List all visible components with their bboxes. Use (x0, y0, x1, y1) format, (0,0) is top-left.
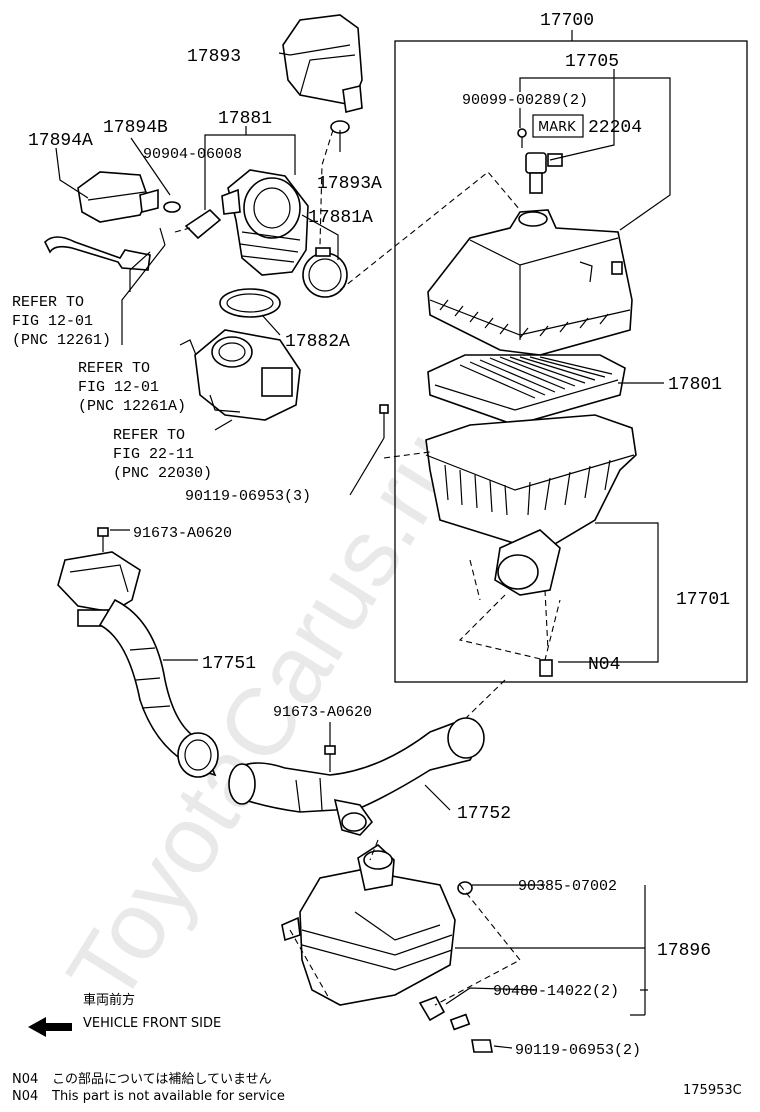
label-90385-07002: 90385-07002 (518, 878, 617, 895)
reference-2-line-1: REFER TO (78, 360, 150, 377)
label-17894A: 17894A (28, 131, 93, 151)
footnote-2-code: N04 (12, 1089, 38, 1104)
front-arrow-icon (28, 1017, 72, 1037)
assembly-group-box (394, 40, 748, 683)
silencer-drawing (282, 14, 363, 134)
label-17896: 17896 (657, 941, 711, 961)
bolt-drawings (97, 404, 389, 772)
air-cleaner-cap-drawing (427, 209, 633, 356)
footnotes: N04 この部品については補給していません N04 This part is n… (12, 1072, 285, 1104)
label-17705: 17705 (565, 52, 619, 72)
footnote-1-code: N04 (12, 1072, 38, 1087)
label-17882A: 17882A (285, 332, 350, 352)
label-17881A: 17881A (308, 208, 373, 228)
label-N04: N04 (588, 655, 620, 675)
label-17801: 17801 (668, 375, 722, 395)
label-90099-00289: 90099-00289(2) (462, 92, 588, 109)
reference-3-line-3: (PNC 22030) (113, 465, 212, 482)
air-resonator-drawing (281, 843, 493, 1053)
inlet-duct-drawing (57, 551, 219, 778)
reference-3-line-2: FIG 22-11 (113, 446, 194, 463)
hose-clamp-drawing (302, 247, 348, 298)
label-17881: 17881 (218, 109, 272, 129)
air-filter-element-drawing (427, 354, 626, 426)
reference-2-line-3: (PNC 12261A) (78, 398, 186, 415)
mark-tag-box (532, 114, 584, 138)
reference-notes: REFER TO FIG 12-01 (PNC 12261) REFER TO … (12, 294, 212, 482)
footnote-2-text: This part is not available for service (51, 1089, 285, 1104)
reference-1-line-3: (PNC 12261) (12, 332, 111, 349)
reference-1-line-2: FIG 12-01 (12, 313, 93, 330)
label-90904-06008: 90904-06008 (143, 146, 242, 163)
label-90480-14022: 90480-14022(2) (493, 983, 619, 1000)
footnote-1-text: この部品については補給していません (52, 1072, 272, 1087)
assembly-dashed-lines (174, 129, 561, 1006)
label-22204: 22204 (588, 118, 642, 138)
vehicle-front-indicator: 車両前方 VEHICLE FRONT SIDE (28, 992, 221, 1037)
label-91673-A0620-lower: 91673-A0620 (273, 704, 372, 721)
label-90119-06953-3: 90119-06953(3) (185, 488, 311, 505)
vehicle-front-japanese: 車両前方 (83, 992, 135, 1008)
label-17893: 17893 (187, 47, 241, 67)
intake-hose-drawing (184, 169, 309, 276)
mark-tag: MARK (538, 120, 576, 135)
clamp-drawing (219, 288, 281, 318)
label-17752: 17752 (457, 804, 511, 824)
air-cleaner-case-drawing (425, 414, 637, 677)
diagram-code: 175953C (683, 1083, 742, 1098)
leader-lines (55, 30, 671, 1049)
label-17701: 17701 (676, 590, 730, 610)
label-17894B: 17894B (103, 118, 168, 138)
label-90119-06953-2: 90119-06953(2) (515, 1042, 641, 1059)
label-17751: 17751 (202, 654, 256, 674)
reference-1-line-1: REFER TO (12, 294, 84, 311)
part-labels: 17700 17705 90099-00289(2) MARK 22204 17… (28, 11, 730, 1059)
reference-2-line-2: FIG 12-01 (78, 379, 159, 396)
vehicle-front-english: VEHICLE FRONT SIDE (83, 1016, 221, 1031)
inlet-hose-drawing (228, 717, 485, 836)
hose-drawing (44, 227, 166, 271)
resonator-drawing (77, 171, 181, 223)
label-17700: 17700 (540, 11, 594, 31)
reference-3-line-1: REFER TO (113, 427, 185, 444)
label-91673-A0620-upper: 91673-A0620 (133, 525, 232, 542)
throttle-body-drawing (179, 329, 301, 421)
label-17893A: 17893A (317, 174, 382, 194)
airflow-sensor-drawing (517, 128, 563, 194)
